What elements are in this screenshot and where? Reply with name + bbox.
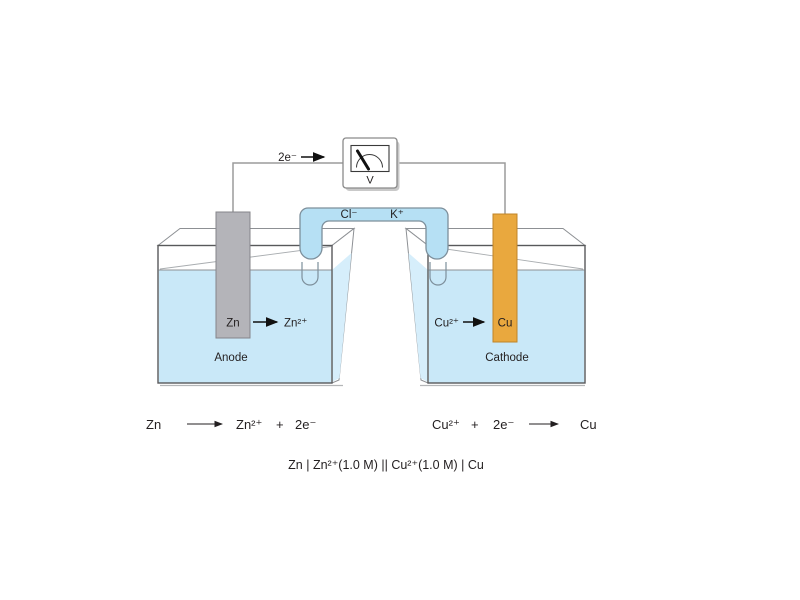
zinc-electrode-label: Zn — [226, 318, 239, 330]
salt-bridge-anion-label: Cl⁻ — [341, 209, 358, 221]
voltmeter-dial-arc — [356, 154, 383, 168]
anode-role-label: Anode — [214, 352, 247, 364]
salt-bridge: Cl⁻ K⁺ — [299, 207, 449, 286]
salt-bridge-cation-label: K⁺ — [390, 209, 404, 221]
electron-flow-label: 2e⁻ — [278, 152, 297, 164]
oxidation-product-ion: Zn²⁺ — [236, 417, 262, 432]
cathode-role-label: Cathode — [485, 352, 528, 364]
copper-ion-label: Cu²⁺ — [434, 318, 459, 330]
wire-anode-to-voltmeter — [232, 162, 343, 212]
zinc-electrode — [215, 211, 251, 339]
oxidation-reactant: Zn — [146, 417, 161, 432]
voltmeter-dial-face — [350, 144, 390, 173]
oxidation-equation: Zn Zn²⁺ + 2e⁻ — [146, 417, 316, 432]
voltmeter-needle — [356, 149, 370, 171]
anode-solution-side — [332, 253, 352, 382]
zinc-ion-label: Zn²⁺ — [284, 318, 307, 330]
oxidation-plus-sign: + — [276, 417, 284, 432]
reduction-product: Cu — [580, 417, 597, 432]
reduction-equation: Cu²⁺ + 2e⁻ Cu — [432, 417, 597, 432]
salt-bridge-submerged-end-left — [301, 262, 319, 286]
reduction-reactant-ion: Cu²⁺ — [432, 417, 460, 432]
copper-electrode-label: Cu — [498, 318, 513, 330]
anode-beaker — [156, 227, 356, 387]
cathode-solution-side — [408, 253, 428, 382]
voltmeter-unit-label: V — [366, 175, 374, 187]
anode-beaker-top-rim — [156, 228, 356, 246]
copper-electrode — [492, 213, 518, 343]
reduction-electrons: 2e⁻ — [493, 417, 514, 432]
cell-notation: Zn | Zn²⁺(1.0 M) || Cu²⁺(1.0 M) | Cu — [288, 458, 484, 472]
wire-voltmeter-to-cathode — [397, 162, 506, 215]
salt-bridge-tube — [299, 207, 449, 260]
salt-bridge-submerged-end-right — [429, 262, 447, 286]
oxidation-electrons: 2e⁻ — [295, 417, 316, 432]
reduction-plus-sign: + — [471, 417, 479, 432]
voltmeter: V — [342, 137, 400, 191]
